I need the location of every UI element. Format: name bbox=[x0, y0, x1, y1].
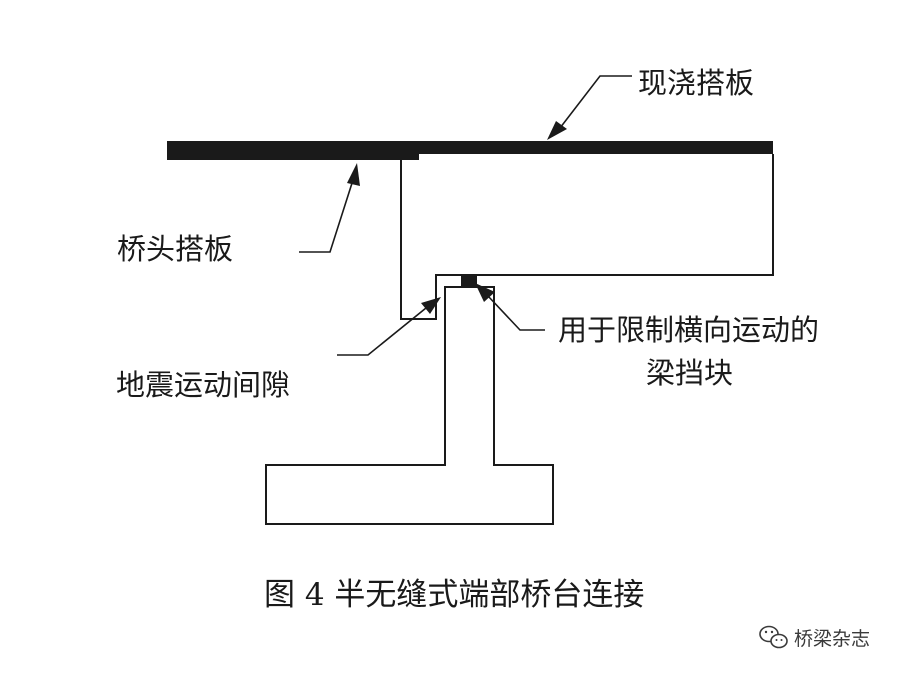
abutment-stem-outline bbox=[265, 286, 554, 525]
label-shear-key-line2: 梁挡块 bbox=[646, 356, 733, 390]
label-shear-key-line1: 用于限制横向运动的 bbox=[558, 313, 819, 347]
shear-key-block bbox=[461, 276, 477, 288]
arrow-shear-key bbox=[475, 283, 495, 302]
wechat-icon bbox=[759, 625, 788, 649]
end-diaphragm-outline bbox=[400, 154, 774, 320]
watermark-text: 桥梁杂志 bbox=[794, 628, 870, 650]
label-seismic-gap: 地震运动间隙 bbox=[116, 368, 290, 402]
arrow-cast-slab bbox=[547, 121, 567, 140]
figure-caption: 图 4 半无缝式端部桥台连接 bbox=[264, 577, 644, 613]
cast-in-place-slab bbox=[412, 141, 773, 154]
label-cast-slab: 现浇搭板 bbox=[638, 66, 754, 100]
arrow-approach-slab bbox=[347, 163, 360, 186]
label-approach-slab: 桥头搭板 bbox=[117, 232, 233, 266]
arrow-seismic-gap bbox=[421, 297, 441, 314]
leader-shear-key bbox=[487, 295, 545, 331]
leader-cast-slab bbox=[559, 75, 632, 129]
approach-slab bbox=[167, 141, 419, 160]
leader-approach-slab bbox=[299, 179, 354, 253]
leader-seismic-gap bbox=[337, 307, 427, 356]
